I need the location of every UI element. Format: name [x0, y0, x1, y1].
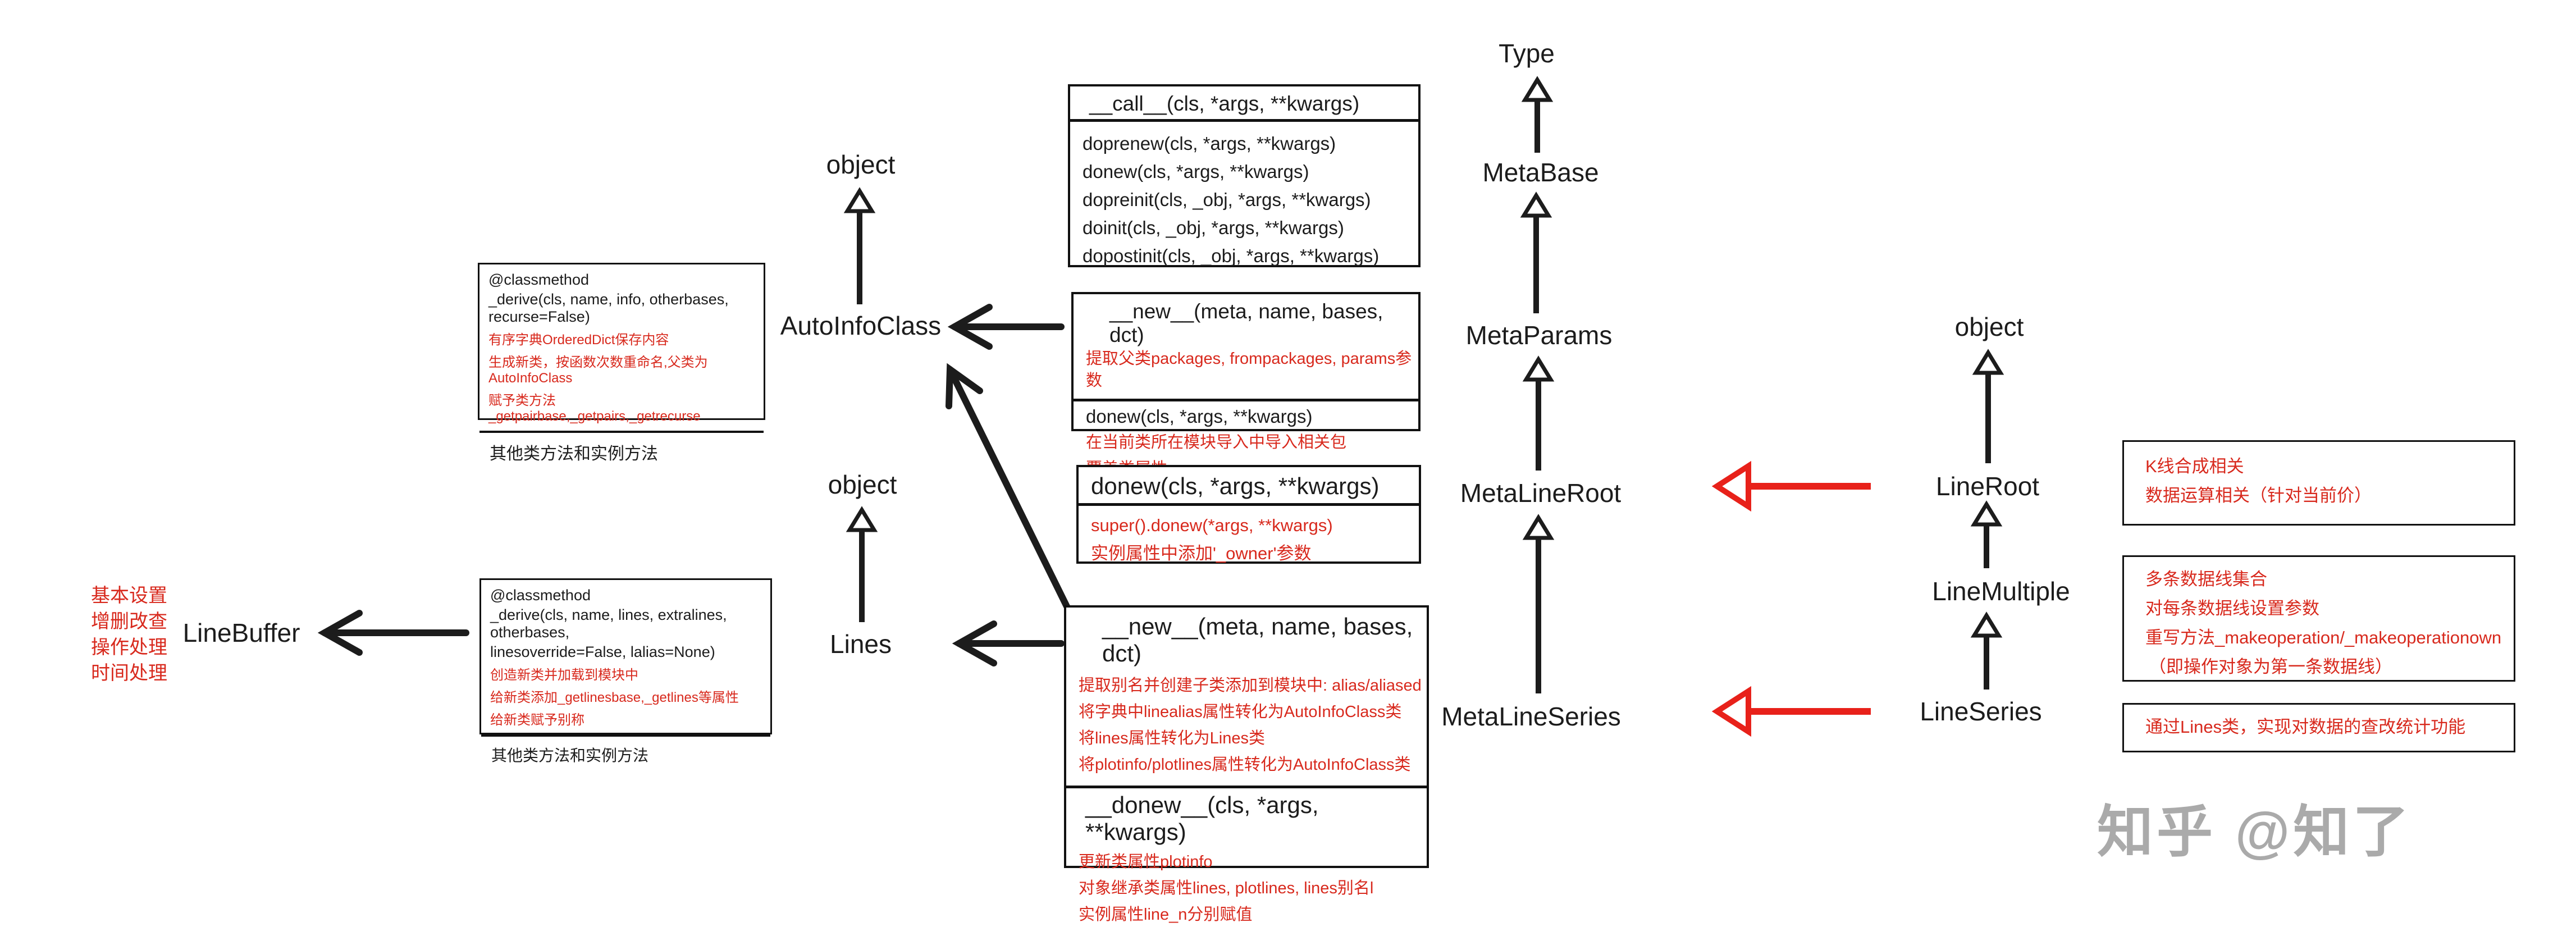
metalineseries-header-note: 将字典中linealias属性转化为AutoInfoClass类	[1079, 703, 1402, 722]
metabase-method: doinit(cls, _obj, *args, **kwargs)	[1083, 217, 1344, 238]
metalineseries-box: __new__(meta, name, bases, dct) 提取别名并创建子…	[1064, 605, 1429, 924]
metalineroot-note: super().donew(*args, **kwargs)	[1091, 515, 1333, 535]
inherit-arrow-metabase-to-type	[1521, 76, 1554, 153]
inherit-arrow-lines-to-object	[846, 506, 878, 622]
inherit-arrow-metalineroot-to-metaparams	[1522, 355, 1555, 471]
class-label-metaparams: MetaParams	[1465, 321, 1613, 350]
lineseries-note-line: 通过Lines类，实现对数据的查改统计功能	[2145, 717, 2466, 737]
metabase-method: donew(cls, *args, **kwargs)	[1083, 161, 1309, 182]
annotation-line: 增删改查	[91, 611, 167, 632]
inherit-arrow-linemultiple-to-lineroot	[1970, 500, 2003, 568]
class-label-lines: Lines	[830, 629, 892, 659]
class-label-metalineseries: MetaLineSeries	[1441, 702, 1621, 731]
linemultiple-note-box: 多条数据线集合 对每条数据线设置参数 重写方法_makeoperation/_m…	[2122, 555, 2515, 682]
metalineseries-header-note: 将plotinfo/plotlines属性转化为AutoInfoClass类	[1079, 756, 1411, 774]
metalineseries-donew-signature: __donew__(cls, *args, **kwargs)	[1085, 791, 1319, 845]
arrow-metalineseriesbox-to-lines	[952, 620, 1065, 666]
inherit-arrow-autoinfoclass-to-object	[843, 187, 876, 304]
metaparams-note: 在当前类所在模块导入中导入相关包	[1086, 433, 1347, 452]
linemultiple-note-line: 对每条数据线设置参数	[2145, 599, 2319, 618]
class-label-object-left-bottom: object	[828, 470, 897, 499]
metabase-method: dopostinit(cls, _obj, *args, **kwargs)	[1083, 245, 1380, 266]
class-label-object-right: object	[1954, 312, 2024, 341]
metabase-method: doprenew(cls, *args, **kwargs)	[1083, 133, 1336, 154]
linemultiple-note-line: （即操作对象为第一条数据线）	[2149, 657, 2392, 677]
lines-other-methods: 其他类方法和实例方法	[491, 747, 649, 764]
metalineroot-note: 实例属性中添加'_owner'参数	[1091, 543, 1312, 563]
class-label-object-left-top: object	[826, 150, 896, 179]
inherit-arrow-metaparams-to-metabase	[1520, 191, 1552, 313]
lineroot-note-line: K线合成相关	[2145, 456, 2244, 476]
inherit-arrow-lineroot-to-object	[1972, 349, 2004, 463]
inherit-arrow-lineseries-to-linemultiple	[1970, 611, 2003, 690]
metalineseries-note: 更新类属性plotinfo	[1079, 852, 1213, 871]
class-label-type: Type	[1499, 39, 1555, 68]
lineroot-note-box: K线合成相关 数据运算相关（针对当前价）	[2122, 440, 2515, 526]
lines-derive-signature: _derive(cls, name, lines, extralines, ot…	[490, 606, 727, 641]
lines-note: 给新类添加_getlinesbase,_getlines等属性	[490, 690, 739, 705]
metaparams-new-signature: __new__(meta, name, bases, dct)	[1109, 300, 1383, 346]
linemultiple-note-line: 多条数据线集合	[2145, 569, 2267, 589]
annotation-line: 时间处理	[91, 663, 167, 684]
class-label-metalineroot: MetaLineRoot	[1460, 478, 1622, 508]
arrow-metaparamsbox-to-autoinfoclass	[947, 304, 1065, 350]
lineseries-note-box: 通过Lines类，实现对数据的查改统计功能	[2122, 703, 2515, 752]
metalineseries-new-signature: __new__(meta, name, bases, dct)	[1102, 613, 1413, 666]
lines-note: 给新类赋予别称	[490, 713, 584, 728]
metabase-call-signature: __call__(cls, *args, **kwargs)	[1070, 86, 1418, 122]
metabase-methods-box: __call__(cls, *args, **kwargs) doprenew(…	[1068, 84, 1421, 267]
metabase-method: dopreinit(cls, _obj, *args, **kwargs)	[1083, 189, 1371, 210]
zhihu-watermark: 知乎 @知了	[2097, 801, 2413, 864]
class-label-autoinfoclass: AutoInfoClass	[780, 311, 942, 340]
red-arrow-lineseries-to-metalineseries	[1711, 686, 1871, 737]
autoinfoclass-note: 赋予类方法_getpairbase,_getpairs,_getrecurse	[488, 393, 701, 424]
lines-detail-box: @classmethod _derive(cls, name, lines, e…	[479, 578, 772, 764]
arrow-linesbox-to-linebuffer	[317, 610, 469, 656]
autoinfoclass-decorator: @classmethod	[488, 271, 589, 288]
class-label-linebuffer: LineBuffer	[182, 618, 300, 647]
linemultiple-note-line: 重写方法_makeoperation/_makeoperationown	[2145, 628, 2502, 647]
autoinfoclass-derive-signature: _derive(cls, name, info, otherbases, rec…	[488, 291, 729, 325]
lines-note: 创造新类并加载到模块中	[490, 668, 638, 683]
red-arrow-lineroot-to-metalineroot	[1711, 460, 1871, 512]
metalineseries-header-note: 将lines属性转化为Lines类	[1079, 729, 1265, 748]
lines-derive-signature: linesoverride=False, lalias=None)	[490, 643, 715, 660]
metalineseries-note: 实例属性line_n分别赋值	[1079, 905, 1253, 924]
metalineroot-box: donew(cls, *args, **kwargs) super().done…	[1076, 465, 1421, 564]
annotation-line: 操作处理	[91, 637, 167, 658]
lineroot-note-line: 数据运算相关（针对当前价）	[2145, 486, 2372, 505]
metaparams-donew-signature: donew(cls, *args, **kwargs)	[1086, 406, 1313, 427]
autoinfoclass-note: 有序字典OrderedDict保存内容	[488, 332, 669, 348]
inherit-arrow-metalineseries-to-metalineroot	[1522, 514, 1555, 693]
lines-decorator: @classmethod	[490, 587, 591, 604]
metalineseries-header-note: 提取别名并创建子类添加到模块中: alias/aliased	[1079, 677, 1422, 695]
metaparams-box: __new__(meta, name, bases, dct) 提取父类pack…	[1071, 292, 1421, 505]
autoinfoclass-other-methods: 其他类方法和实例方法	[490, 445, 658, 463]
autoinfoclass-detail-box: @classmethod _derive(cls, name, info, ot…	[478, 263, 765, 463]
class-diagram-page: { "palette": { "text_black": "#1c1c1c", …	[91, 39, 2515, 924]
metaparams-header-note: 提取父类packages, frompackages, params参数	[1086, 350, 1412, 390]
metalineseries-note: 对象继承类属性lines, plotlines, lines别名l	[1079, 879, 1374, 897]
autoinfoclass-note: 生成新类，按函数次数重命名,父类为AutoInfoClass	[488, 355, 708, 386]
metalineroot-donew-signature: donew(cls, *args, **kwargs)	[1079, 467, 1419, 506]
arrow-metalineseriesbox-to-autoinfoclass	[946, 363, 1070, 610]
class-label-metabase: MetaBase	[1482, 158, 1599, 187]
class-label-lineseries: LineSeries	[1920, 697, 2042, 726]
linebuffer-annotations: 基本设置 增删改查 操作处理 时间处理	[91, 583, 167, 686]
connector-arrows-layer	[317, 76, 2004, 737]
class-label-linemultiple: LineMultiple	[1932, 577, 2070, 606]
class-label-lineroot: LineRoot	[1935, 472, 2040, 501]
annotation-line: 基本设置	[91, 585, 167, 606]
